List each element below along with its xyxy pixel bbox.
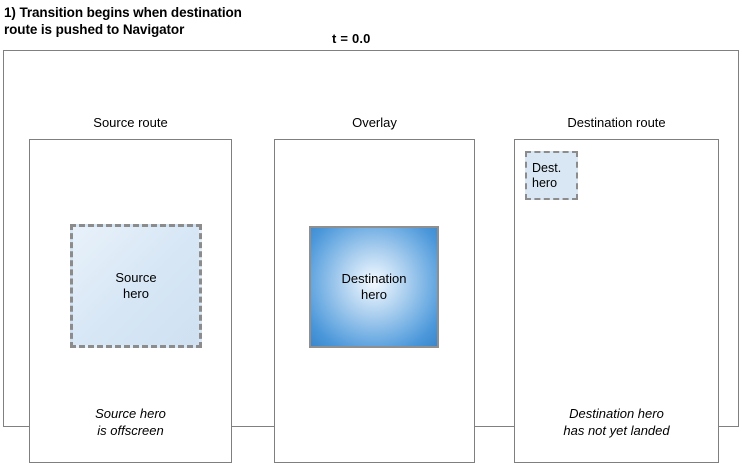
caption-source: Source hero is offscreen [95,406,166,438]
panel-title-source: Source route [93,115,168,130]
hero-box-overlay: Destination hero [309,226,439,348]
panel-title-destination: Destination route [567,115,666,130]
caption-destination: Destination hero has not yet landed [563,406,670,438]
diagram-frame: Source route Source hero Source hero is … [3,50,739,463]
header: 1) Transition begins when destination ro… [0,0,742,50]
panel-title-overlay: Overlay [352,115,397,130]
step-title: 1) Transition begins when destination ro… [4,5,242,37]
hero-box-destination: Dest. hero [525,151,578,200]
hero-box-source: Source hero [70,224,202,348]
time-label: t = 0.0 [332,31,371,46]
